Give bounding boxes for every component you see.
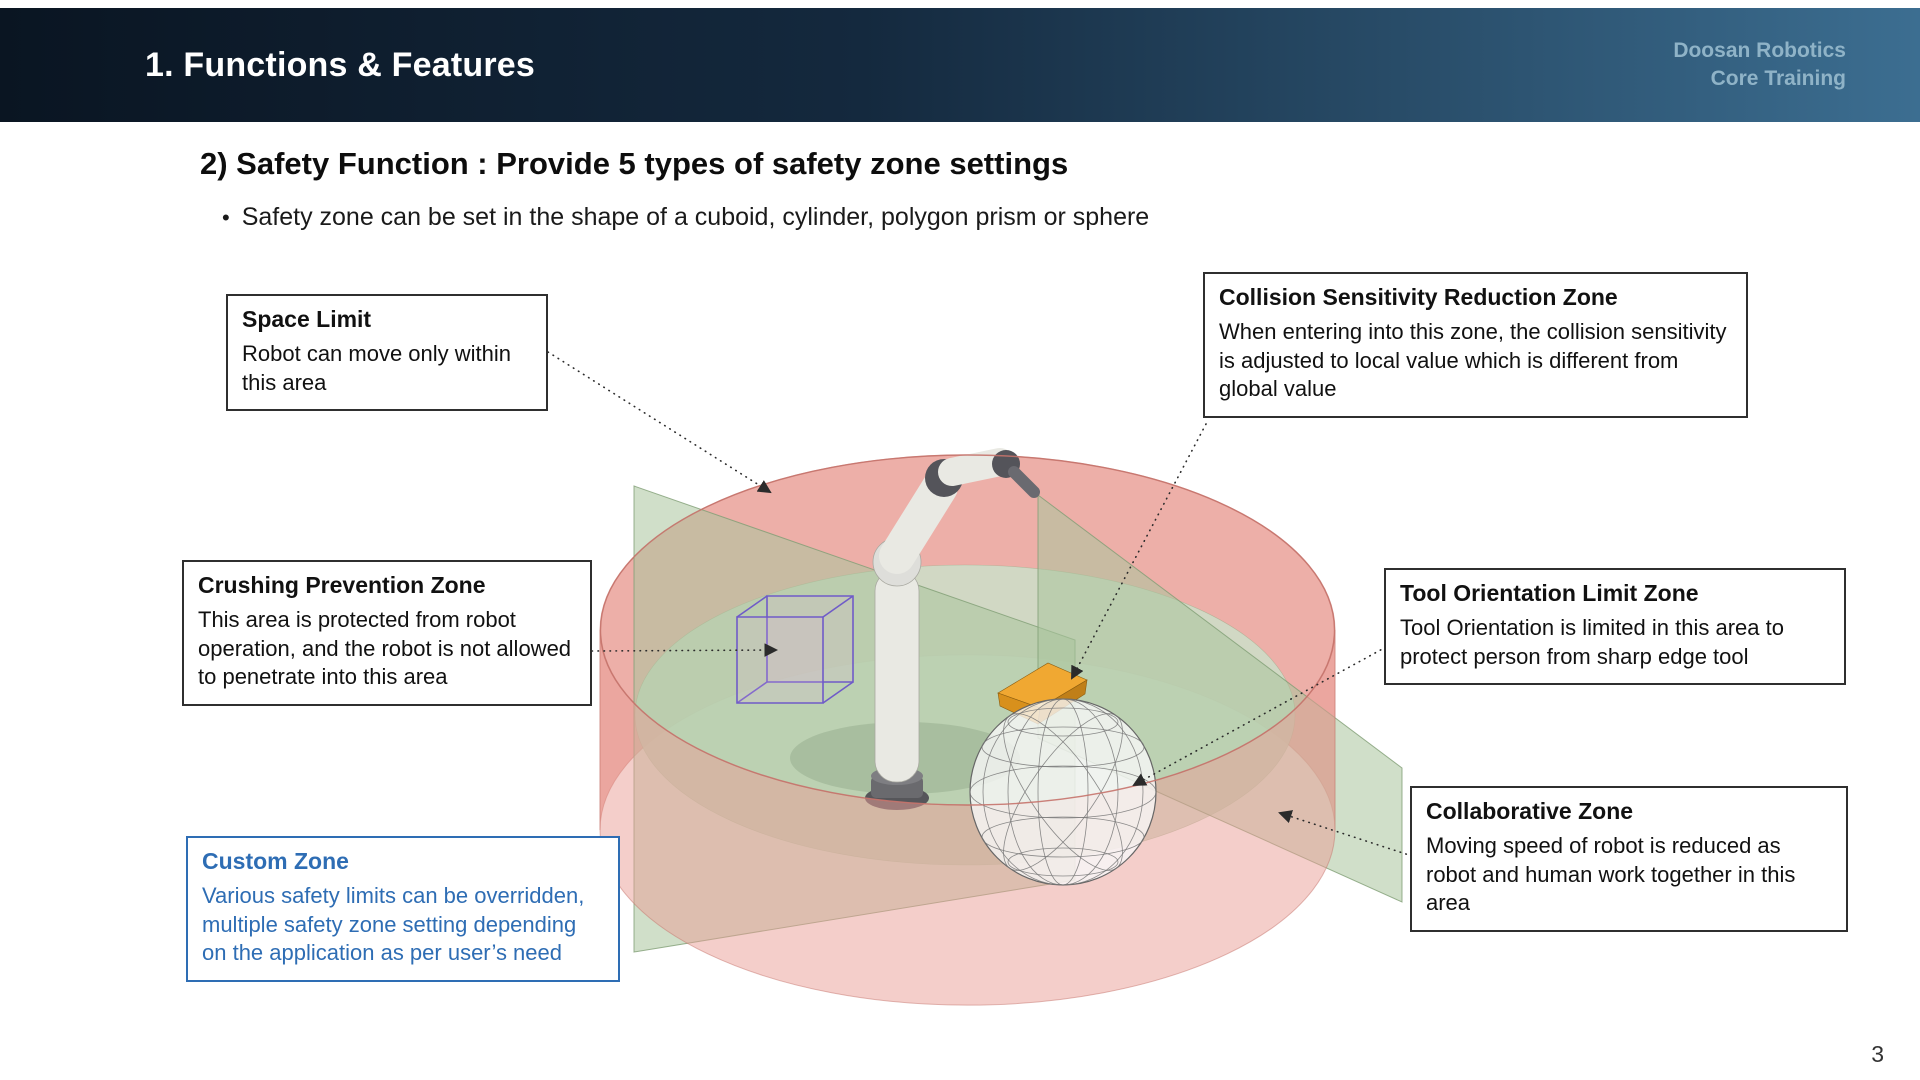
header-bar: 1. Functions & Features Doosan Robotics … [0,8,1920,122]
callout-body: Moving speed of robot is reduced as robo… [1426,833,1796,916]
connector-tool-orientation [1132,646,1387,786]
sharp-edge-tool [997,662,1088,725]
floor-plane [634,564,1296,866]
callout-custom-zone: Custom Zone Various safety limits can be… [186,836,620,982]
callout-body: Robot can move only within this area [242,341,512,395]
bullet-marker: • [222,205,230,230]
callout-tool-orientation: Tool Orientation Limit Zone Tool Orienta… [1384,568,1846,686]
brand-line2: Core Training [1710,67,1846,90]
brand-line1: Doosan Robotics [1673,38,1846,62]
connector-collision [1071,423,1207,680]
callout-collaborative: Collaborative Zone Moving speed of robot… [1410,786,1848,932]
slide-bullet: • Safety zone can be set in the shape of… [222,203,1149,233]
callout-collision-sensitivity: Collision Sensitivity Reduction Zone Whe… [1203,272,1748,418]
connector-space-limit [547,351,772,494]
space-limit-cylinder-front [599,629,1336,1006]
collaborative-zone-plane [1037,494,1403,903]
callout-title: Collision Sensitivity Reduction Zone [1219,284,1618,310]
collision-reduction-plane [633,485,1076,953]
crushing-prevention-cube [736,595,854,704]
callout-body: Tool Orientation is limited in this area… [1400,615,1784,669]
tool-orientation-sphere [969,698,1157,886]
callout-title: Crushing Prevention Zone [198,572,486,598]
callout-body: When entering into this zone, the collis… [1219,319,1727,402]
callout-title: Custom Zone [202,848,349,874]
callout-title: Tool Orientation Limit Zone [1400,580,1699,606]
connector-collaborative [1278,810,1413,857]
slide-heading: 2) Safety Function : Provide 5 types of … [200,146,1069,181]
callout-body: Various safety limits can be overridden,… [202,883,585,966]
callout-crushing-prevention: Crushing Prevention Zone This area is pr… [182,560,592,706]
robot-shadow [790,722,1020,794]
callout-title: Collaborative Zone [1426,798,1634,824]
header-title: 1. Functions & Features [145,45,536,84]
cylinder-rim [599,454,1336,806]
page-number: 3 [1871,1041,1884,1067]
robot-arm [865,448,1040,810]
space-limit-cylinder [599,454,1336,831]
callout-space-limit: Space Limit Robot can move only within t… [226,294,548,412]
callout-body: This area is protected from robot operat… [198,607,572,690]
callout-title: Space Limit [242,306,372,332]
brand-text: Doosan Robotics Core Training [1673,37,1846,94]
bullet-text: Safety zone can be set in the shape of a… [241,203,1150,231]
connector-crushing [591,643,779,657]
